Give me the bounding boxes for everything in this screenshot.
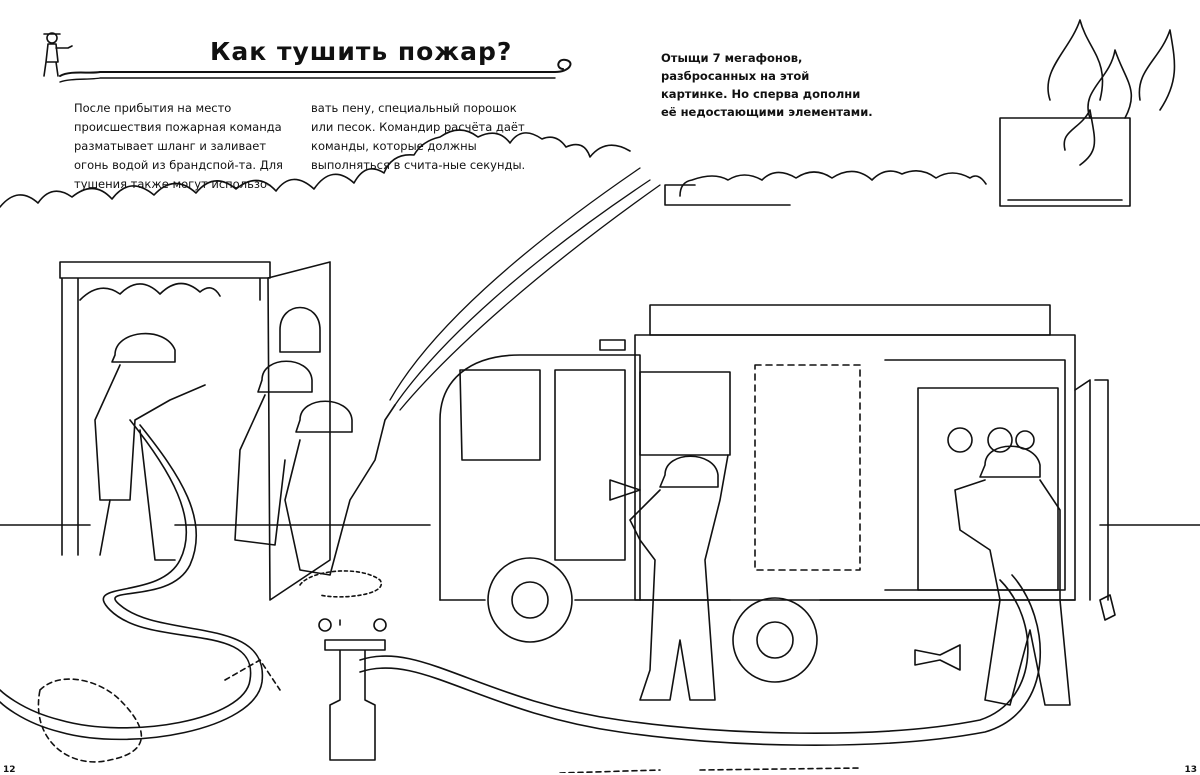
page-number-left: 12 xyxy=(3,765,16,775)
hidden-megaphone-right xyxy=(914,594,1116,671)
fire-hose-right xyxy=(359,574,1042,746)
missing-part-dashed xyxy=(37,659,281,763)
water-puddle xyxy=(299,570,383,598)
burning-house-doorway xyxy=(59,261,331,601)
water-stream xyxy=(389,167,661,411)
firefighter-middle xyxy=(234,360,313,546)
page-number-right: 13 xyxy=(1184,765,1197,775)
firefighter-megaphone xyxy=(609,454,729,701)
missing-part-dashed-bottom xyxy=(559,767,861,773)
page-title: Как тушить пожар? xyxy=(210,37,513,66)
flames xyxy=(999,19,1176,207)
window-frame xyxy=(664,184,791,206)
intro-text-col1: После прибытия на место происшествия пож… xyxy=(74,101,283,191)
firefighter-pump xyxy=(954,445,1071,706)
task-text: Отыщи 7 мегафонов, разбросанных на этой … xyxy=(661,51,873,119)
smoke-cloud-line xyxy=(0,129,987,208)
firefighter-door xyxy=(94,332,206,561)
title-hose-decoration xyxy=(43,32,572,83)
firefighter-nozzle xyxy=(284,400,396,576)
intro-text-col2: вать пену, специальный порошок или песок… xyxy=(311,101,526,172)
fire-hose-left xyxy=(0,419,263,741)
fire-hydrant xyxy=(318,618,387,761)
fire-truck xyxy=(439,304,1109,683)
